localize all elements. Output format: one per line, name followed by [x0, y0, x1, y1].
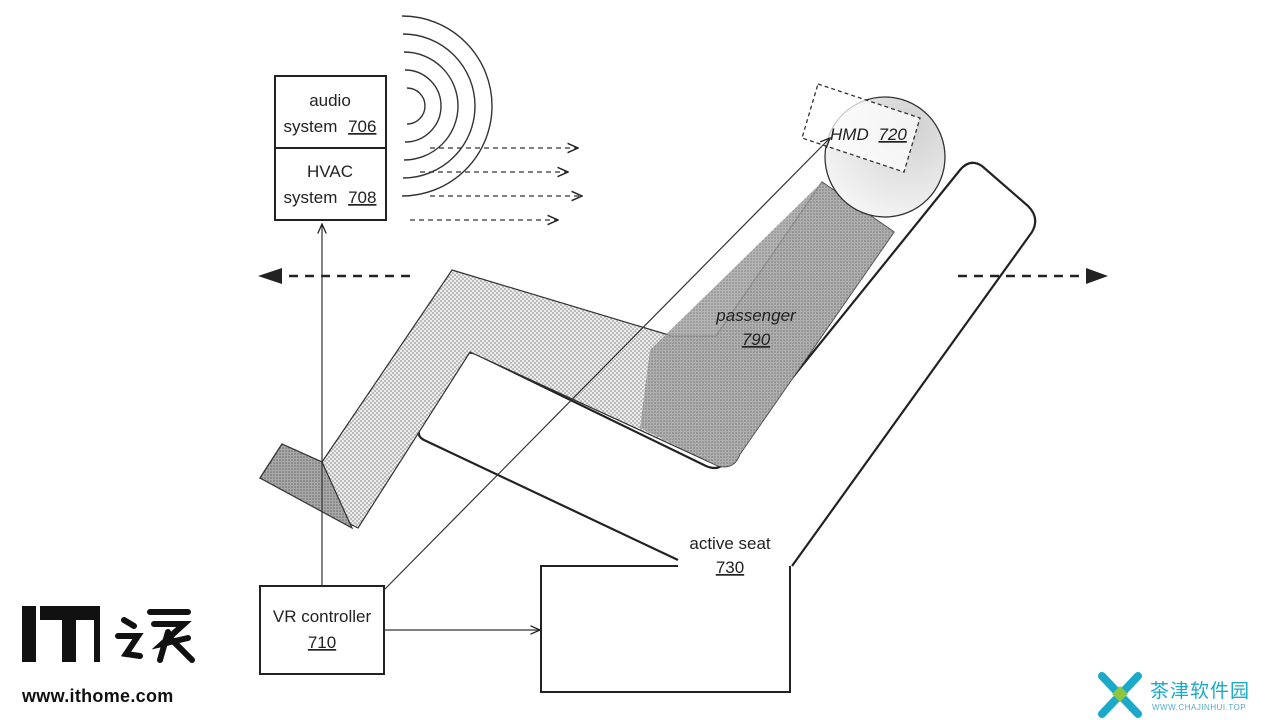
seat-label-number: 730	[716, 558, 744, 577]
audio-label-line2: system 706	[284, 117, 377, 136]
control-connections	[322, 138, 830, 630]
hmd-label: HMD 720	[830, 125, 907, 144]
hmd-device	[801, 83, 921, 173]
passenger-label-number: 790	[742, 330, 771, 349]
motion-direction-arrows	[258, 268, 1108, 284]
ithome-url: www.ithome.com	[22, 686, 174, 706]
vr-controller-label: VR controller	[273, 607, 372, 626]
vr-controller-box	[259, 585, 385, 675]
active-seat-base	[540, 565, 791, 693]
ithome-logo	[22, 606, 195, 663]
vr-controller-number: 710	[308, 633, 336, 652]
airflow-arrows	[410, 148, 582, 220]
audio-label-line1: audio	[309, 91, 351, 110]
passenger-label: passenger	[715, 306, 797, 325]
hvac-label-line2: system 708	[284, 188, 377, 207]
audio-hvac-box	[274, 75, 387, 221]
sound-waves	[401, 15, 493, 197]
hvac-label-number: 708	[348, 188, 376, 207]
hvac-label-line1: HVAC	[307, 162, 353, 181]
audio-label-number: 706	[348, 117, 376, 136]
chajin-name: 茶津软件园	[1150, 680, 1251, 702]
seat-label: active seat	[689, 534, 771, 553]
audio-label-system: system	[284, 117, 338, 136]
chajin-logo-icon	[1098, 672, 1142, 718]
passenger-body	[259, 181, 895, 530]
hmd-label-text: HMD	[830, 125, 869, 144]
hmd-label-number: 720	[878, 125, 907, 144]
chajin-url: WWW.CHAJINHUI.TOP	[1152, 703, 1247, 712]
hvac-label-system: system	[284, 188, 338, 207]
